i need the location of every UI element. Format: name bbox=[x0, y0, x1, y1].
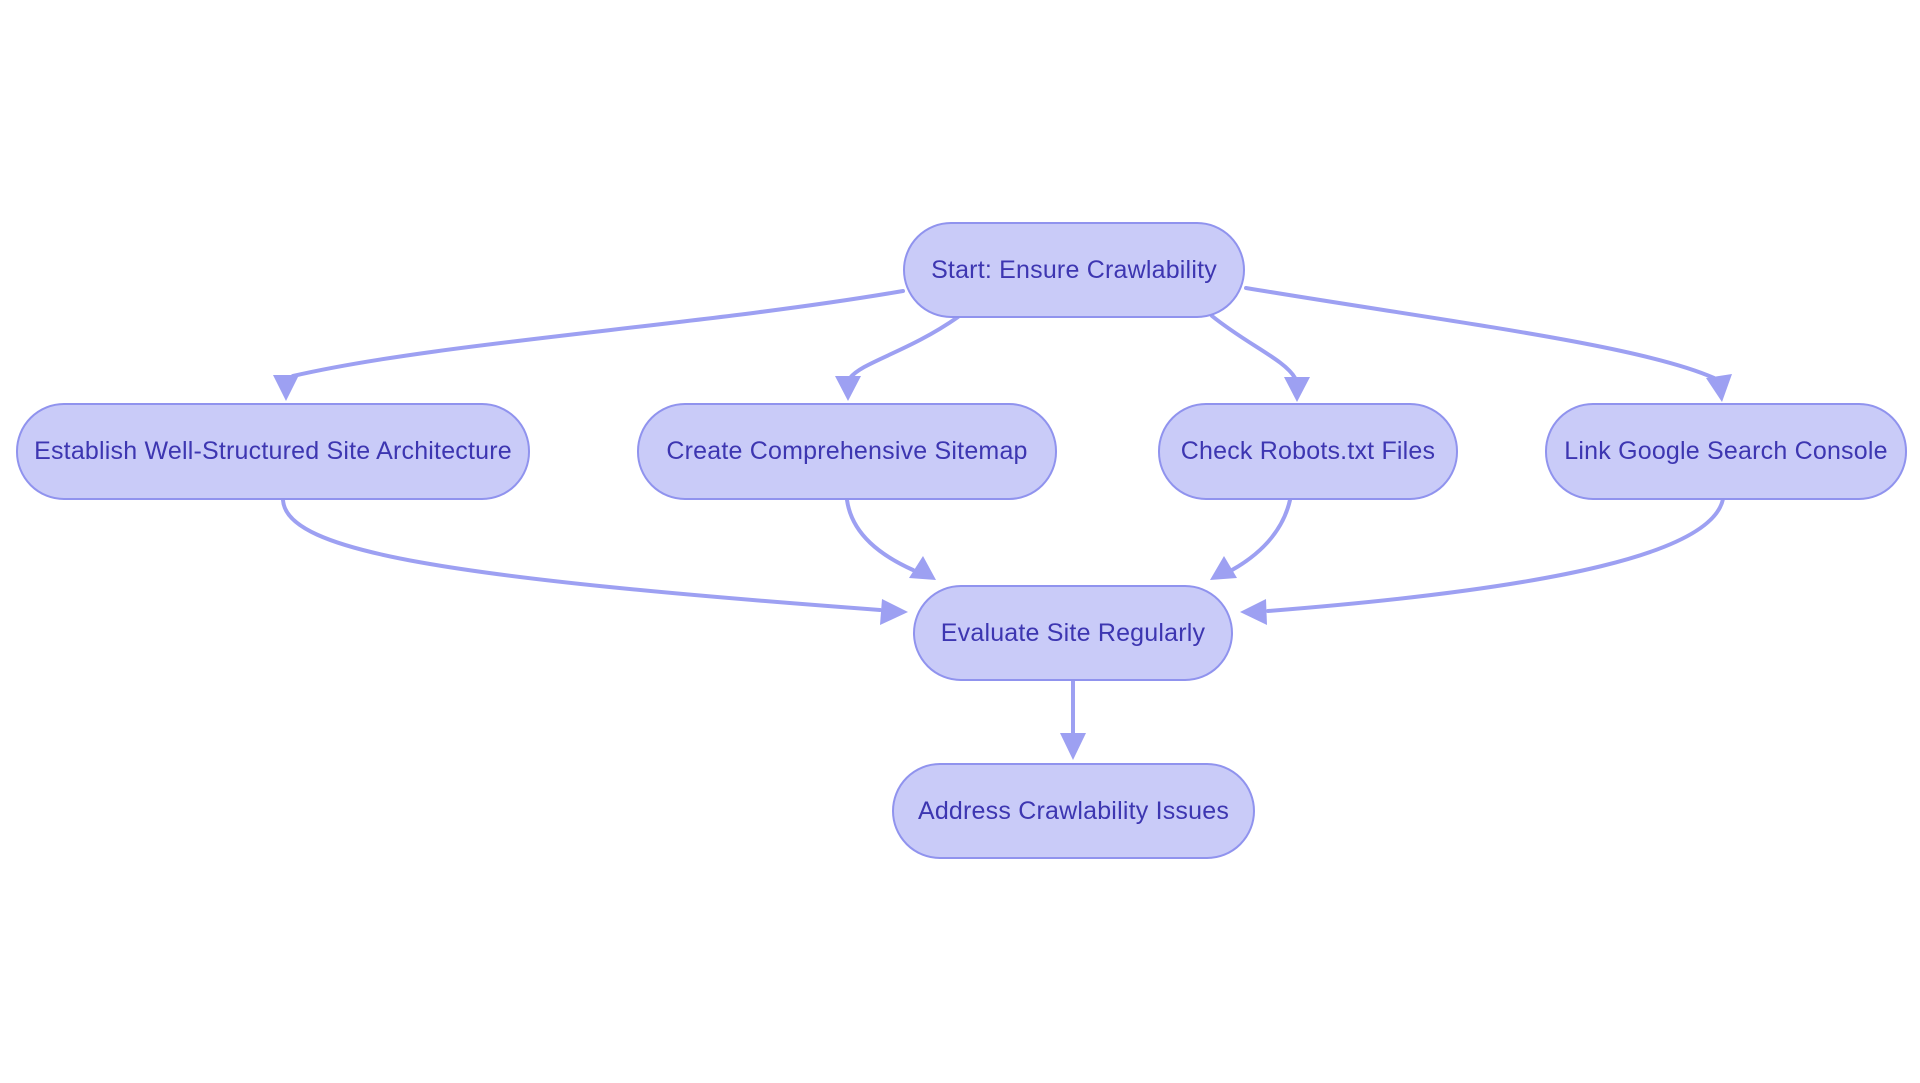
node-label: Link Google Search Console bbox=[1564, 437, 1888, 465]
node-link-google-search-console: Link Google Search Console bbox=[1545, 403, 1907, 500]
node-label: Establish Well-Structured Site Architect… bbox=[34, 437, 512, 465]
node-create-comprehensive-sitemap: Create Comprehensive Sitemap bbox=[637, 403, 1057, 500]
arrowhead-evaluate-topleft bbox=[909, 556, 936, 580]
node-label: Evaluate Site Regularly bbox=[940, 618, 1206, 647]
arrowhead-address bbox=[1060, 733, 1086, 760]
edge-sitemap-to-evaluate bbox=[845, 498, 915, 572]
edge-start-to-architecture bbox=[291, 289, 905, 378]
edge-architecture-to-evaluate bbox=[281, 498, 882, 612]
node-evaluate-site-regularly: Evaluate Site Regularly bbox=[913, 585, 1233, 681]
arrowhead-evaluate-left bbox=[880, 599, 908, 625]
arrowhead-sitemap bbox=[835, 376, 861, 401]
arrowhead-architecture bbox=[273, 375, 299, 401]
edge-start-to-sitemap bbox=[848, 315, 960, 380]
node-label: Start: Ensure Crawlability bbox=[931, 255, 1217, 284]
arrowhead-evaluate-topright bbox=[1210, 556, 1237, 580]
arrowhead-gsc bbox=[1706, 374, 1732, 402]
node-label: Check Robots.txt Files bbox=[1180, 437, 1436, 465]
edge-gsc-to-evaluate bbox=[1266, 497, 1725, 613]
node-start-ensure-crawlability: Start: Ensure Crawlability bbox=[903, 222, 1245, 318]
node-establish-site-architecture: Establish Well-Structured Site Architect… bbox=[16, 403, 530, 500]
edge-robots-to-evaluate bbox=[1230, 498, 1292, 572]
node-label: Create Comprehensive Sitemap bbox=[666, 437, 1028, 465]
node-check-robots-txt: Check Robots.txt Files bbox=[1158, 403, 1458, 500]
arrowhead-evaluate-right bbox=[1240, 599, 1267, 625]
arrowhead-robots bbox=[1284, 377, 1310, 402]
edge-start-to-gsc bbox=[1244, 286, 1716, 380]
edge-start-to-robots bbox=[1210, 314, 1297, 380]
node-label: Address Crawlability Issues bbox=[917, 796, 1230, 825]
node-address-crawlability-issues: Address Crawlability Issues bbox=[892, 763, 1255, 859]
